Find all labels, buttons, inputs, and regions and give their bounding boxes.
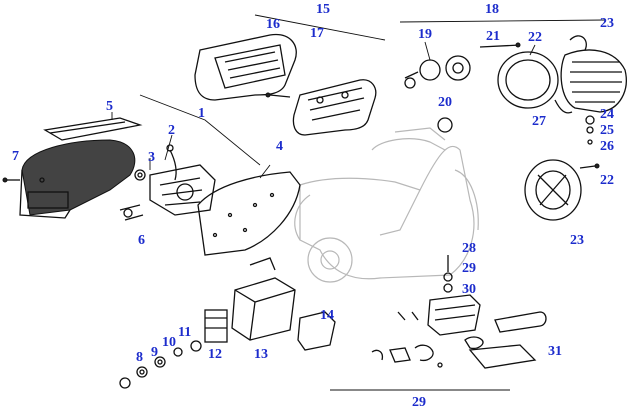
part-label-21: 21 xyxy=(486,29,500,44)
part-label-8: 8 xyxy=(136,350,143,365)
part-label-17: 17 xyxy=(310,26,324,41)
part-label-29: 29 xyxy=(462,261,476,276)
part-label-9: 9 xyxy=(151,345,158,360)
part-label-26: 26 xyxy=(600,139,614,154)
part-label-13: 13 xyxy=(254,347,268,362)
part-label-18: 18 xyxy=(485,2,499,17)
headlamp-assembly xyxy=(497,35,627,145)
voltage-regulator-assembly xyxy=(119,257,336,389)
small-hardware-parts xyxy=(371,255,547,369)
part-label-3: 3 xyxy=(148,150,155,165)
part-label-22: 22 xyxy=(528,30,542,45)
part-label-29-bottom: 29 xyxy=(412,395,426,410)
part-label-10: 10 xyxy=(162,335,176,350)
part-label-25: 25 xyxy=(600,123,614,138)
part-label-1: 1 xyxy=(198,106,205,121)
leader-lines xyxy=(111,14,606,391)
rear-cover-panel xyxy=(197,171,301,256)
part-label-11: 11 xyxy=(178,325,191,340)
part-label-31: 31 xyxy=(548,344,562,359)
part-label-14: 14 xyxy=(320,308,334,323)
part-label-6: 6 xyxy=(138,233,145,248)
headlamp-shell xyxy=(524,159,600,221)
part-label-2: 2 xyxy=(168,123,175,138)
part-label-19: 19 xyxy=(418,27,432,42)
part-label-30: 30 xyxy=(462,282,476,297)
part-label-28: 28 xyxy=(462,241,476,256)
part-label-5: 5 xyxy=(106,99,113,114)
part-label-23-lower: 23 xyxy=(570,233,584,248)
part-label-15: 15 xyxy=(316,2,330,17)
horn-assembly xyxy=(404,42,521,133)
part-label-7: 7 xyxy=(12,149,19,164)
part-label-23: 23 xyxy=(600,16,614,31)
part-label-24: 24 xyxy=(600,107,614,122)
part-label-16: 16 xyxy=(266,17,280,32)
speedometer-housing xyxy=(194,33,377,136)
part-label-12: 12 xyxy=(208,347,222,362)
scooter-outline xyxy=(294,127,479,283)
part-label-4: 4 xyxy=(276,139,283,154)
part-label-20: 20 xyxy=(438,95,452,110)
part-label-27: 27 xyxy=(532,114,546,129)
tail-lamp-assembly xyxy=(2,117,216,221)
part-label-22-lower: 22 xyxy=(600,173,614,188)
part-labels: 1 2 3 4 5 6 7 8 9 10 11 12 13 14 15 16 1… xyxy=(12,2,614,410)
